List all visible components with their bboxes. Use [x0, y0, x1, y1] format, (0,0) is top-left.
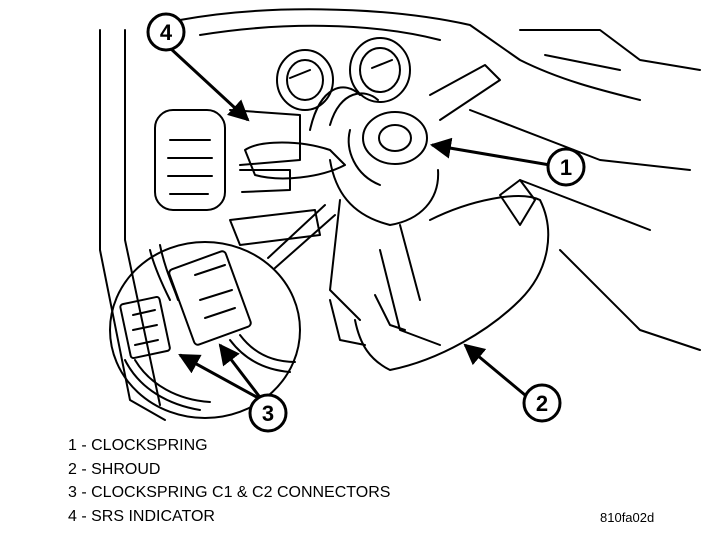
- callout-4-circle: [146, 12, 186, 52]
- callout-4-number: 4: [160, 20, 173, 45]
- leader-line-4: [168, 46, 250, 122]
- callout-3-number: 3: [262, 401, 274, 426]
- leader-line-3b: [178, 353, 263, 402]
- figure-code: 810fa02d: [600, 510, 655, 525]
- callout-2-circle: [522, 383, 562, 423]
- legend-item-3: 3 - CLOCKSPRING C1 & C2 CONNECTORS: [68, 484, 391, 501]
- legend: 1 - CLOCKSPRING 2 - SHROUD 3 - CLOCKSPRI…: [68, 434, 390, 528]
- callout-2-number: 2: [536, 391, 548, 416]
- callout-3: 3: [248, 393, 288, 433]
- leader-lines: [168, 46, 551, 402]
- leader-line-1: [429, 137, 551, 167]
- callout-1-number: 1: [560, 155, 572, 180]
- legend-item-2: 2 - SHROUD: [68, 460, 161, 478]
- leader-line-3a: [218, 343, 264, 401]
- legend-item-1: 1 - CLOCKSPRING: [68, 437, 208, 454]
- dashboard-illustration: [99, 8, 701, 421]
- callout-4: 4: [146, 12, 186, 52]
- legend-item-4: 4 - SRS INDICATOR: [68, 507, 215, 525]
- leader-line-2: [463, 343, 526, 397]
- callout-1: 1: [546, 147, 586, 187]
- callout-1-circle: [546, 147, 586, 187]
- callout-2: 2: [522, 383, 562, 423]
- callout-3-circle: [248, 393, 288, 433]
